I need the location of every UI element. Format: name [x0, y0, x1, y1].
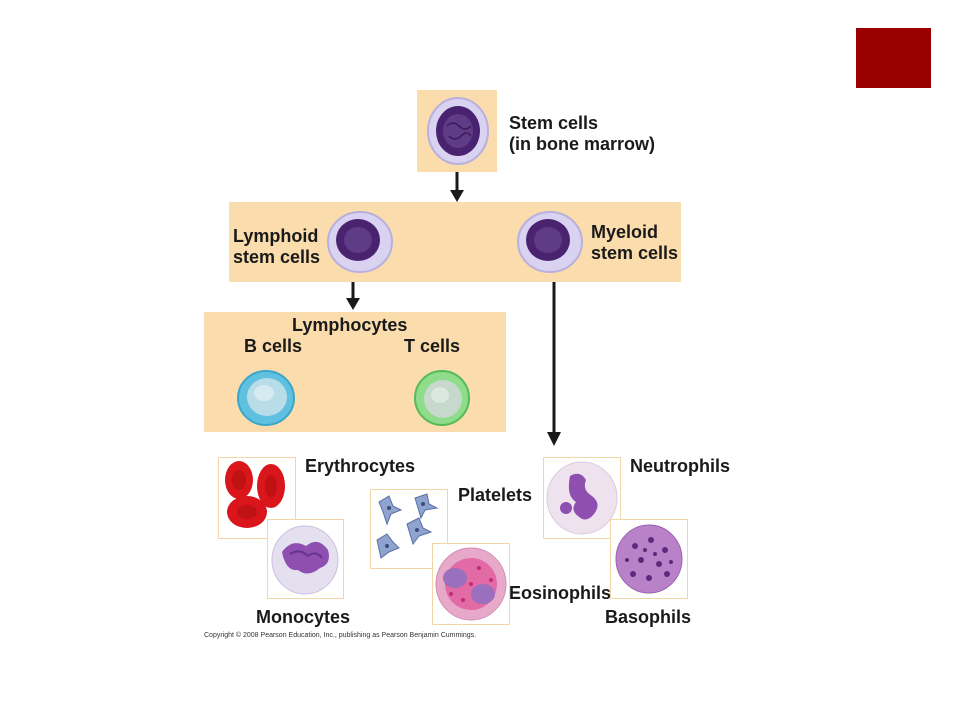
eosinophils-icon	[435, 547, 507, 621]
progenitor-panel	[229, 202, 681, 282]
b-cell-icon	[237, 370, 295, 426]
myeloid-stem-cell-icon	[517, 211, 583, 273]
basophils-icon	[615, 524, 683, 594]
stem-cells-label: Stem cells (in bone marrow)	[509, 113, 656, 154]
basophils-frame	[610, 519, 688, 599]
lymphoid-stem-cell-icon	[327, 211, 393, 273]
stem-cell-icon	[427, 97, 489, 165]
lymphocytes-label: Lymphocytes	[292, 315, 408, 335]
b-cells-label: B cells	[244, 336, 303, 356]
basophils-label: Basophils	[605, 607, 692, 627]
erythrocytes-icon	[225, 461, 285, 528]
t-cells-label: T cells	[404, 336, 461, 356]
erythrocytes-label: Erythrocytes	[305, 456, 416, 476]
erythrocytes-frame	[218, 457, 296, 539]
monocytes-frame	[267, 519, 344, 599]
accent-square	[856, 28, 931, 88]
platelets-icon	[376, 493, 439, 559]
lymphoid-stem-cells-label: Lymphoid stem cells	[233, 226, 321, 267]
neutrophils-icon	[546, 461, 618, 535]
arrow-myeloid-down	[547, 282, 561, 446]
t-cell-icon	[414, 370, 470, 426]
eosinophils-frame	[432, 543, 510, 625]
neutrophils-label: Neutrophils	[630, 456, 731, 476]
myeloid-stem-cells-label: Myeloid stem cells	[591, 222, 679, 263]
monocytes-label: Monocytes	[256, 607, 351, 627]
neutrophils-frame	[543, 457, 621, 539]
arrow-lymphoid-down	[346, 282, 360, 310]
platelets-label: Platelets	[458, 485, 533, 505]
monocytes-icon	[271, 525, 339, 595]
eosinophils-label: Eosinophils	[509, 583, 612, 603]
arrow-stem-down	[450, 172, 464, 202]
copyright-notice: Copyright © 2008 Pearson Education, Inc.…	[204, 632, 477, 639]
